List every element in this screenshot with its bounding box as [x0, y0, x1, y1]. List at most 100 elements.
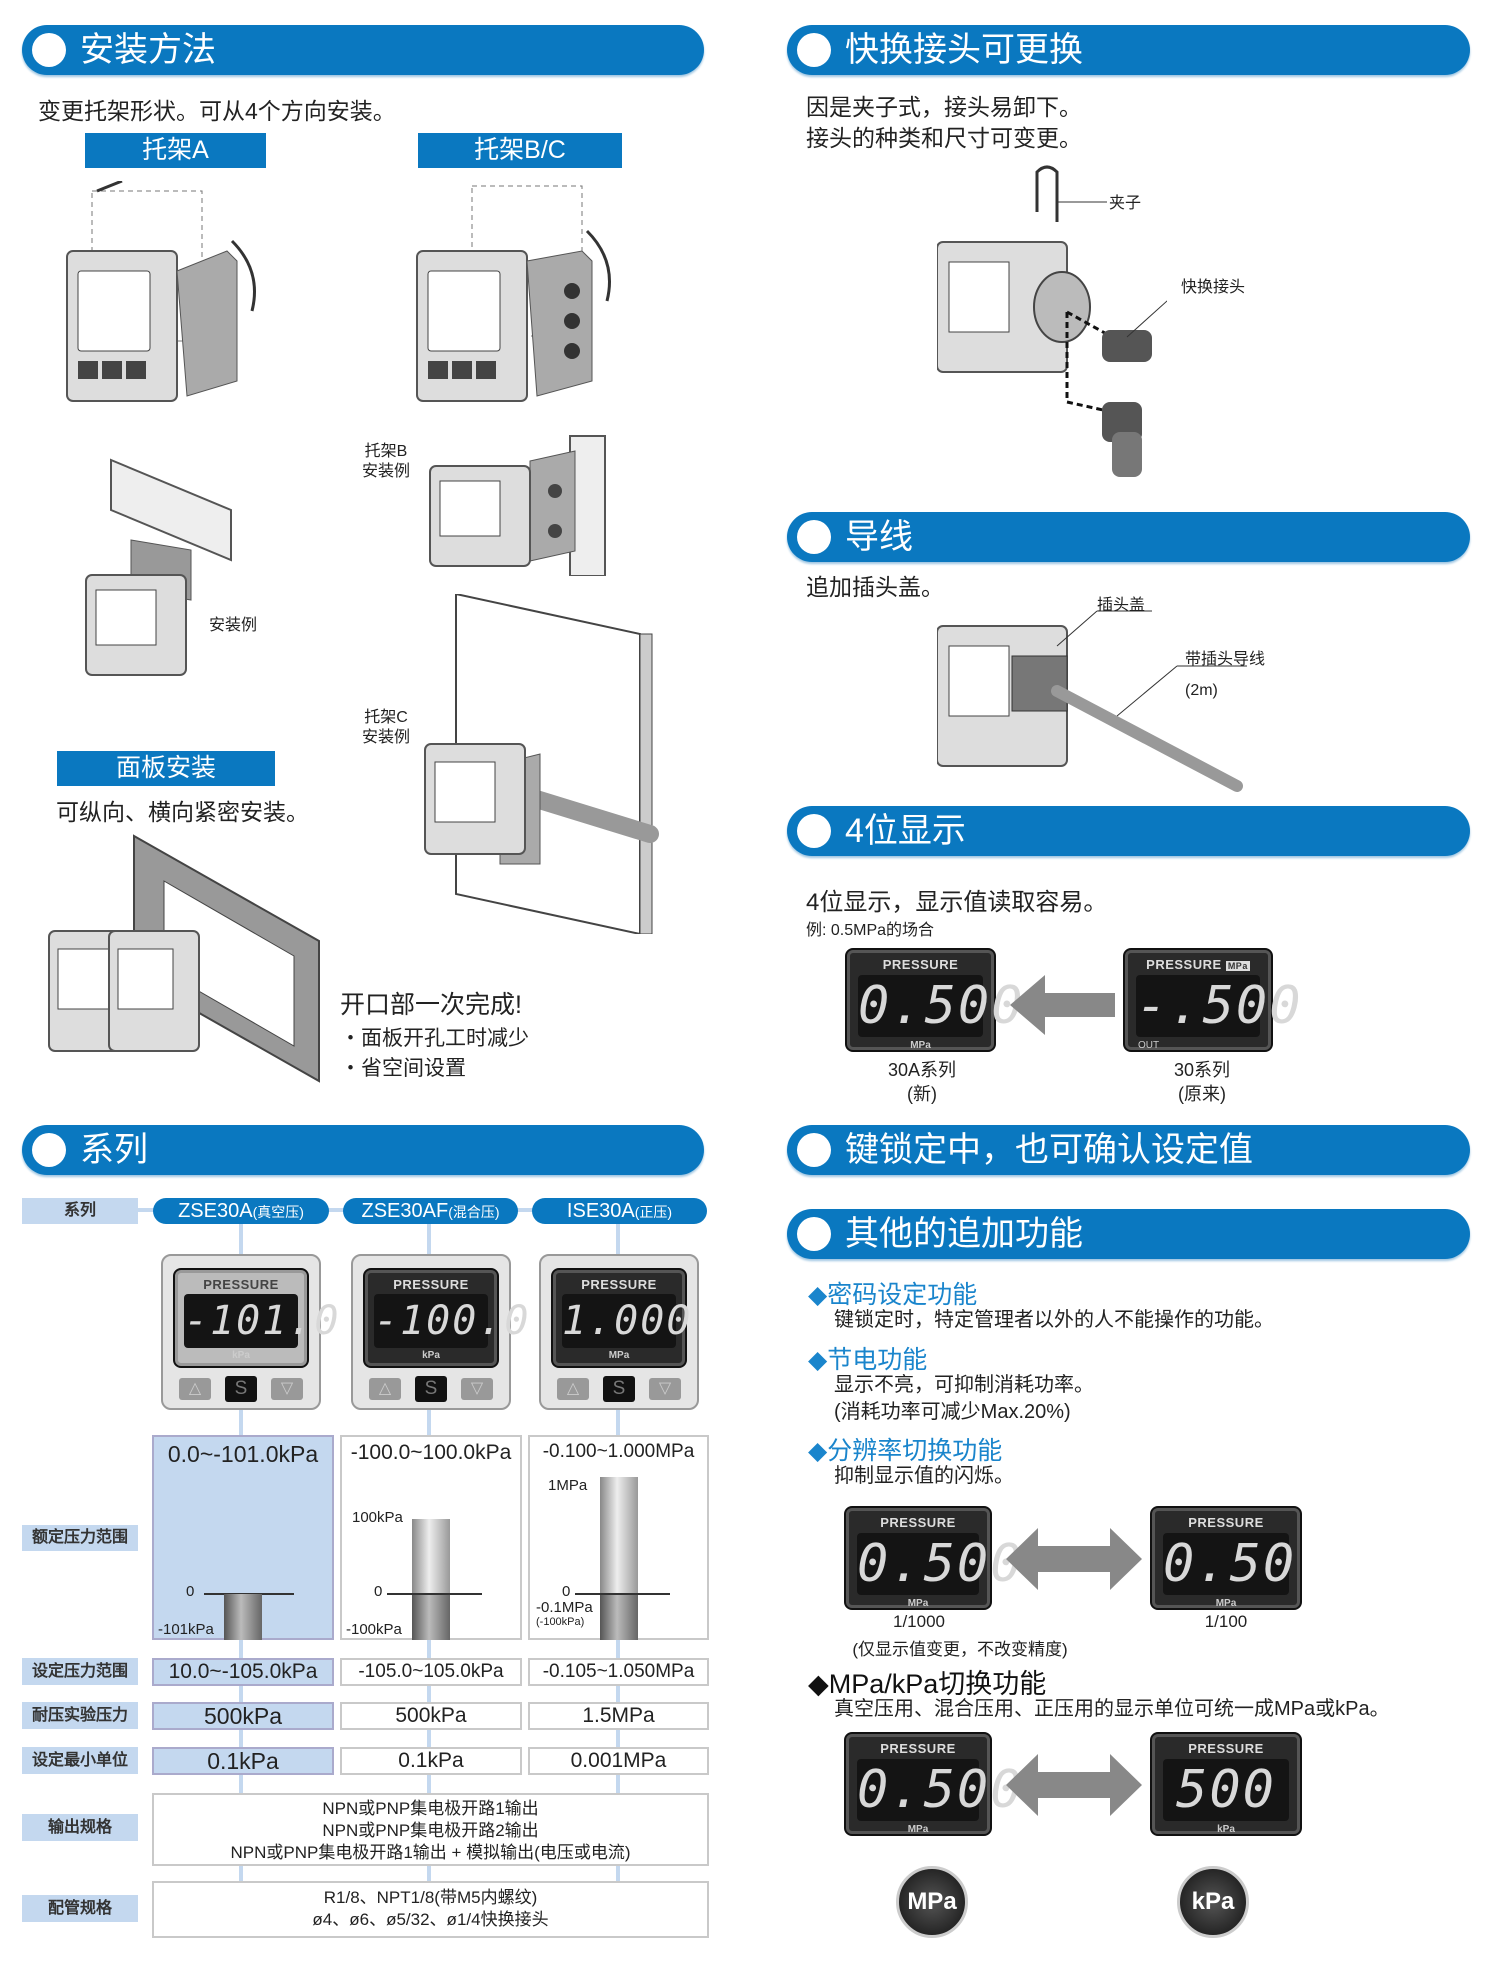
tick-label: -100kPa: [346, 1621, 402, 1638]
pressure-label: PRESSURE: [581, 1277, 657, 1292]
pressure-text: PRESSURE: [1146, 957, 1222, 972]
model-type: (混合压): [448, 1204, 500, 1220]
feature-resolution-title: ◆分辨率切换功能: [808, 1437, 1003, 1465]
desc-line: 接头的种类和尺寸可变更。: [806, 125, 1082, 151]
min-unit-zse30af: 0.1kPa: [340, 1747, 522, 1775]
double-arrow-icon: [1006, 1528, 1142, 1590]
feature-password-desc: 键锁定时，特定管理者以外的人不能操作的功能。: [834, 1309, 1274, 1331]
mpa-badge: MPa: [896, 1866, 968, 1938]
caption-30: 30系列(原来): [1140, 1058, 1264, 1106]
set-range-zse30a: 10.0~-105.0kPa: [152, 1658, 334, 1686]
up-key-button[interactable]: △: [369, 1378, 401, 1400]
device-face: PRESSURE -101.0 kPa △ S ▽: [161, 1254, 339, 1410]
down-key-button[interactable]: ▽: [649, 1378, 681, 1400]
down-key-button[interactable]: ▽: [271, 1378, 303, 1400]
device-display: PRESSURE -101.0 kPa: [175, 1270, 339, 1366]
section-title: 其他的追加功能: [845, 1215, 1083, 1253]
bracket-a-label: 托架A: [85, 133, 266, 168]
pressure-label: PRESSURE: [880, 1515, 956, 1530]
row-label-min-unit: 设定最小单位: [22, 1747, 138, 1774]
unit-text: kPa: [232, 1350, 250, 1361]
caption-note: (原来): [1178, 1084, 1226, 1104]
unit-label: MPa: [1155, 1598, 1297, 1609]
caption-note: (新): [907, 1084, 937, 1104]
display-digits: -100.0: [374, 1294, 529, 1348]
rated-range-value: 0.0~-101.0kPa: [167, 1441, 319, 1467]
row-label-rated: 额定压力范围: [22, 1525, 138, 1551]
wire-label: 带插头导线: [1185, 651, 1266, 668]
series-pill-zse30a: ZSE30A(真空压): [153, 1198, 329, 1224]
row-label-piping: 配管规格: [22, 1895, 138, 1922]
set-key-button[interactable]: S: [603, 1376, 635, 1402]
model-name: ISE30A: [566, 1200, 635, 1222]
unit-label: MPa: [849, 1598, 987, 1609]
bullet-item: ・面板开孔工时减少: [340, 1027, 529, 1050]
bullet-circle-icon: [32, 33, 66, 67]
bracket-bc-illustration: [416, 185, 611, 402]
unit-text: MPa: [907, 1598, 929, 1609]
display-digits: -.500: [1136, 975, 1303, 1037]
feature-power-save-title: ◆节电功能: [808, 1346, 928, 1374]
display-unit-mpa: PRESSURE 0.500 MPa: [846, 1734, 1022, 1835]
mounting-intro: 变更托架形状。可从4个方向安装。: [38, 98, 396, 124]
label-line: 安装例: [362, 729, 411, 746]
up-key-button[interactable]: △: [557, 1378, 589, 1400]
section-title: 键锁定中，也可确认设定值: [845, 1131, 1253, 1169]
row-label-set: 设定压力范围: [22, 1658, 138, 1685]
piping-line: ø4、ø6、ø5/32、ø1/4快换接头: [312, 1910, 549, 1929]
desc-line: (消耗功率可减少Max.20%): [834, 1401, 1071, 1423]
set-range-zse30af: -105.0~105.0kPa: [340, 1658, 522, 1686]
pressure-label: PRESSURE: [882, 957, 959, 972]
bracket-c-example-illustration: [424, 594, 659, 934]
feature-password-title: ◆密码设定功能: [808, 1281, 978, 1309]
out-label: OUT: [1138, 1040, 1160, 1051]
unit-label: kPa: [178, 1350, 304, 1361]
proof-pressure-ise30a: 1.5MPa: [528, 1702, 709, 1730]
rated-range-value: -100.0~100.0kPa: [350, 1441, 512, 1464]
resolution-note: (仅显示值变更，不改变精度): [852, 1640, 1068, 1659]
tick-label: 0: [562, 1583, 571, 1600]
bracket-b-example-illustration: [429, 435, 606, 576]
zero-line: [387, 1593, 482, 1595]
quick-connector-illustration: [937, 165, 1167, 477]
unit-label: MPa: [850, 1040, 991, 1051]
bracket-a-illustration: [66, 181, 256, 402]
section-header-quick-connector: 快换接头可更换: [787, 25, 1470, 75]
arrow-left-icon: [1010, 975, 1115, 1035]
display-digits: 0.500: [858, 975, 1025, 1037]
bracket-bc-label: 托架B/C: [418, 133, 622, 168]
output-line: NPN或PNP集电极开路1输出 + 模拟输出(电压或电流): [230, 1843, 631, 1862]
output-line: NPN或PNP集电极开路2输出: [322, 1821, 539, 1840]
up-key-button[interactable]: △: [179, 1378, 211, 1400]
display-digits: 0.500: [857, 1533, 1024, 1595]
unit-label: kPa: [1155, 1824, 1297, 1835]
pressure-label: PRESSURE: [880, 1741, 956, 1756]
model-type: (正压): [634, 1204, 673, 1220]
unit-text: kPa: [422, 1350, 440, 1361]
section-header-other-functions: 其他的追加功能: [787, 1209, 1470, 1259]
rated-range-ise30a: -0.100~1.000MPa 1MPa 0 -0.1MPa (-100kPa): [528, 1435, 709, 1640]
pressure-label: PRESSURE: [1188, 1741, 1264, 1756]
down-key-button[interactable]: ▽: [461, 1378, 493, 1400]
section-header-four-digit: 4位显示: [787, 806, 1470, 856]
pressure-label: PRESSURE: [203, 1277, 279, 1292]
set-key-button[interactable]: S: [415, 1376, 447, 1402]
rated-range-zse30a: 0.0~-101.0kPa 0 -101kPa: [152, 1435, 334, 1640]
min-unit-ise30a: 0.001MPa: [528, 1747, 709, 1775]
section-title: 系列: [80, 1131, 148, 1169]
bullet-circle-icon: [32, 1133, 66, 1167]
wire-length: (2m): [1185, 682, 1218, 699]
example-label: 安装例: [209, 617, 258, 634]
range-bar-positive: [600, 1477, 638, 1594]
tick-label: 0: [186, 1583, 195, 1600]
panel-headline: 开口部一次完成!: [340, 991, 522, 1019]
bullet-circle-icon: [797, 1133, 831, 1167]
rated-range-value: -0.100~1.000MPa: [542, 1441, 695, 1462]
display-digits: -101.0: [184, 1294, 339, 1348]
panel-mount-desc: 可纵向、横向紧密安装。: [56, 799, 309, 825]
set-key-button[interactable]: S: [225, 1376, 257, 1402]
